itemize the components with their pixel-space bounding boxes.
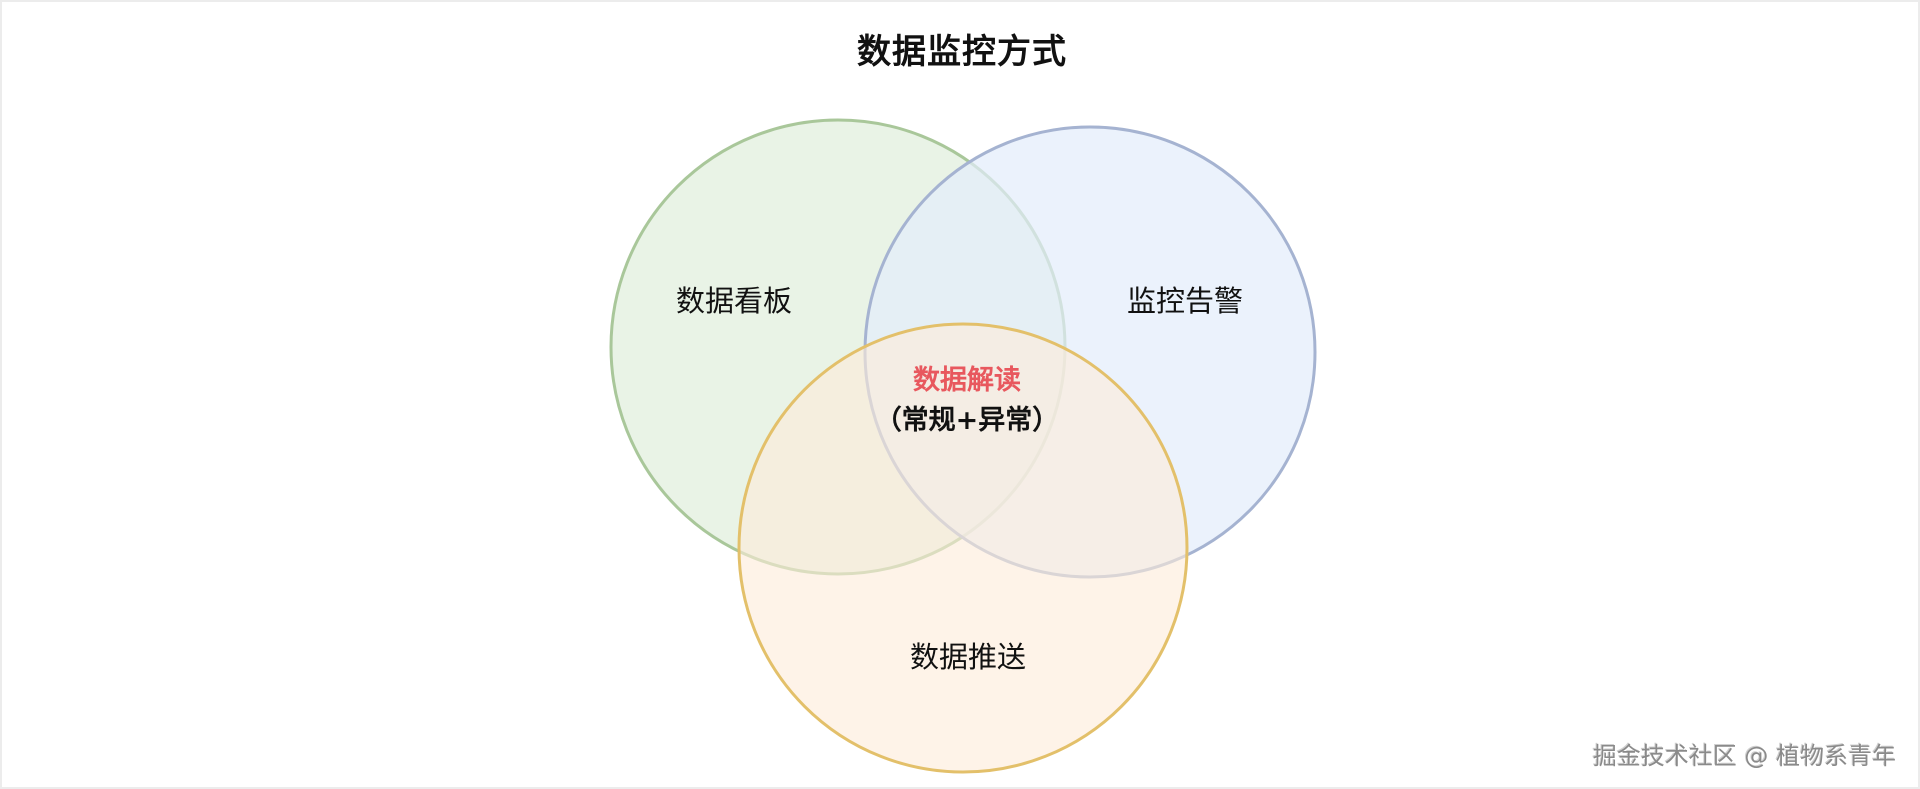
intersection-title: 数据解读	[913, 365, 1021, 396]
watermark: 掘金技术社区 @ 植物系青年	[1592, 742, 1896, 770]
circle-push	[737, 322, 1189, 774]
intersection-subtitle: （常规+异常）	[874, 405, 1060, 436]
diagram-title: 数据监控方式	[857, 32, 1067, 72]
label-dashboard: 数据看板	[675, 284, 793, 318]
label-push: 数据推送	[909, 640, 1027, 674]
label-alert: 监控告警	[1126, 284, 1244, 318]
